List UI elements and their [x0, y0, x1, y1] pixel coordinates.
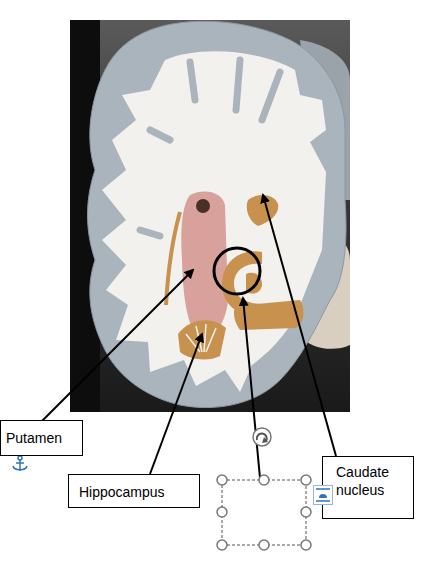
anchor-icon — [13, 456, 27, 471]
leader-line — [42, 270, 193, 421]
layout-options-icon — [313, 485, 333, 505]
hole — [196, 199, 210, 213]
putamen — [181, 192, 228, 339]
rotate-handle — [253, 428, 271, 446]
label-box: Caudate nucleus — [322, 456, 414, 519]
label-box: Hippocampus — [68, 474, 200, 508]
resize-handles — [217, 475, 311, 550]
caudate — [247, 195, 279, 226]
label-box: Putamen — [0, 420, 83, 456]
highlight-circle — [214, 248, 260, 294]
hippocampus — [178, 320, 226, 359]
white-matter — [102, 51, 326, 392]
leader-line — [263, 195, 336, 456]
leader-line — [243, 298, 260, 478]
structure-label: Putamen — [6, 429, 62, 447]
structure-label: Hippocampus — [79, 483, 165, 501]
structure-label: Caudate nucleus — [336, 463, 409, 499]
empty-textbox — [222, 480, 306, 545]
leader-line — [150, 334, 202, 474]
